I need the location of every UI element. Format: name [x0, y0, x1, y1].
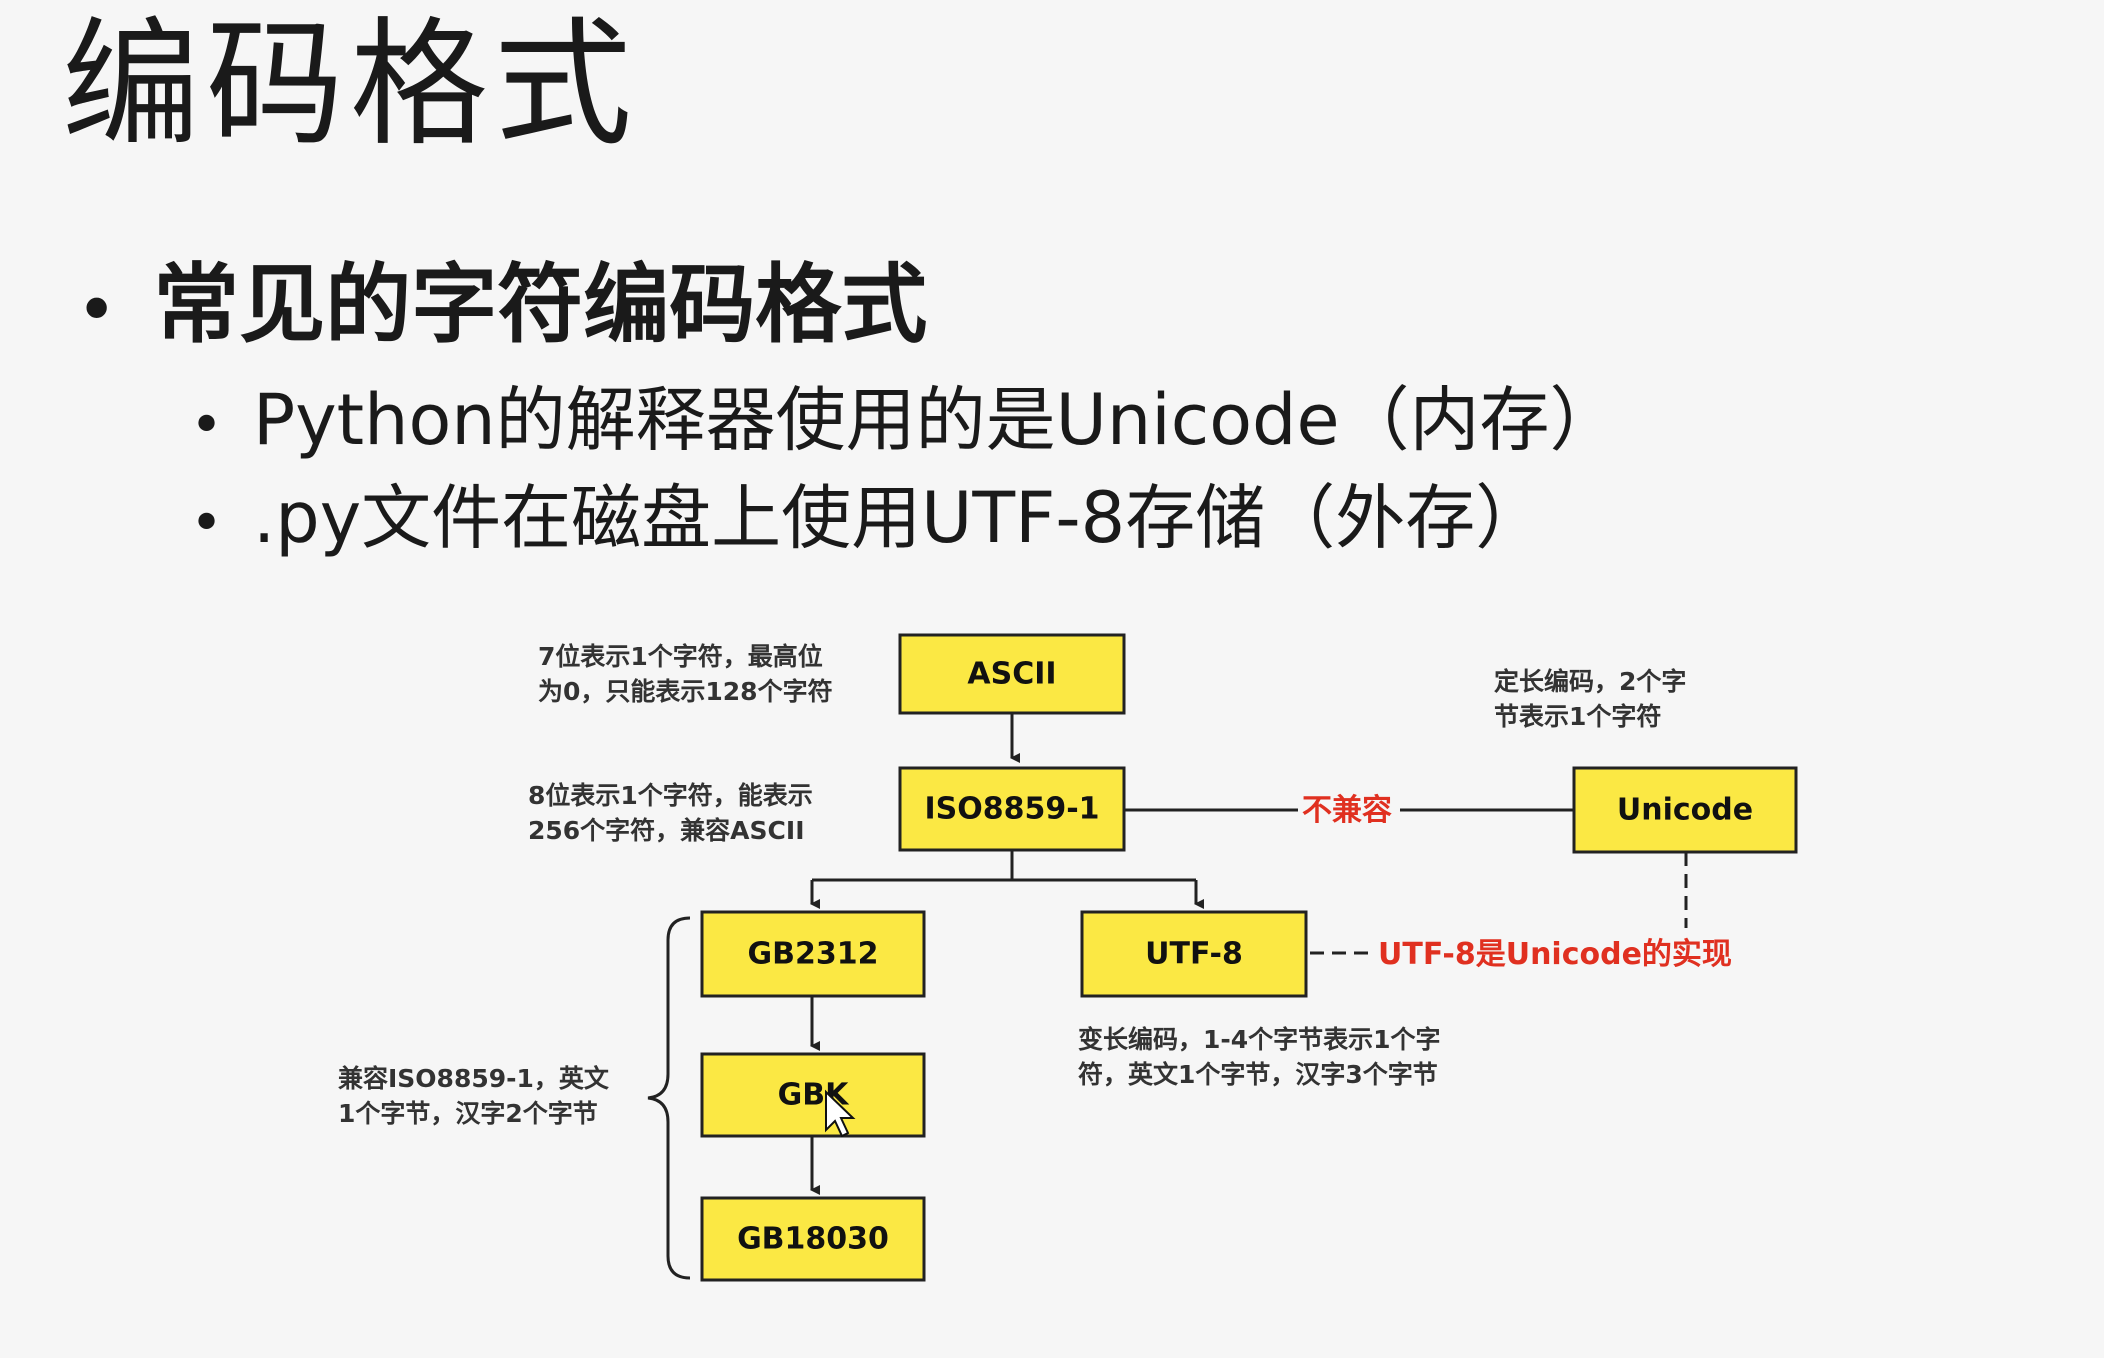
bullet-sub-2-text: .py文件在磁盘上使用UTF-8存储（外存） — [253, 477, 1546, 559]
bullet-dot: • — [76, 269, 118, 351]
note-ascii-1: 7位表示1个字符，最高位 — [538, 642, 823, 671]
label-utf8-impl: UTF-8是Unicode的实现 — [1378, 937, 1732, 972]
node-utf8 — [1080, 910, 1308, 998]
node-unicode-label: Unicode — [1617, 793, 1753, 828]
bullet-dot: • — [190, 491, 224, 556]
node-gb18030-label: GB18030 — [737, 1222, 889, 1257]
node-iso-label: ISO8859-1 — [924, 792, 1099, 827]
node-iso — [898, 766, 1126, 852]
bullet-sub-2: • .py文件在磁盘上使用UTF-8存储（外存） — [190, 480, 1545, 557]
note-gb-1: 兼容ISO8859-1，英文 — [338, 1064, 610, 1093]
node-ascii-label: ASCII — [967, 657, 1056, 692]
label-incompatible: 不兼容 — [1302, 793, 1392, 828]
note-utf8-2: 符，英文1个字节，汉字3个字节 — [1078, 1060, 1438, 1089]
node-unicode — [1572, 766, 1798, 854]
note-unicode-2: 节表示1个字符 — [1494, 702, 1661, 731]
node-utf8-label: UTF-8 — [1145, 937, 1243, 972]
note-ascii-2: 为0，只能表示128个字符 — [538, 677, 833, 706]
mouse-cursor-icon — [825, 1089, 856, 1138]
bullet-sub-1-text: Python的解释器使用的是Unicode（内存） — [253, 379, 1620, 461]
bullet-main-text: 常见的字符编码格式 — [153, 255, 928, 355]
bullet-main: • 常见的字符编码格式 — [76, 258, 927, 353]
note-iso-2: 256个字符，兼容ASCII — [528, 816, 805, 845]
note-gb-2: 1个字节，汉字2个字节 — [338, 1099, 598, 1128]
bullet-sub-1: • Python的解释器使用的是Unicode（内存） — [190, 382, 1620, 459]
node-gb2312 — [700, 910, 926, 998]
slide-title: 编码格式 — [62, 4, 639, 165]
note-iso-1: 8位表示1个字符，能表示 — [528, 781, 813, 810]
node-gb2312-label: GB2312 — [748, 937, 879, 972]
node-ascii — [898, 633, 1126, 715]
brace — [647, 916, 691, 1280]
node-gb18030 — [700, 1196, 926, 1282]
bullet-dot: • — [190, 393, 224, 458]
note-unicode-1: 定长编码，2个字 — [1494, 667, 1686, 696]
note-utf8-1: 变长编码，1-4个字节表示1个字 — [1078, 1025, 1441, 1054]
node-gbk — [700, 1052, 926, 1138]
